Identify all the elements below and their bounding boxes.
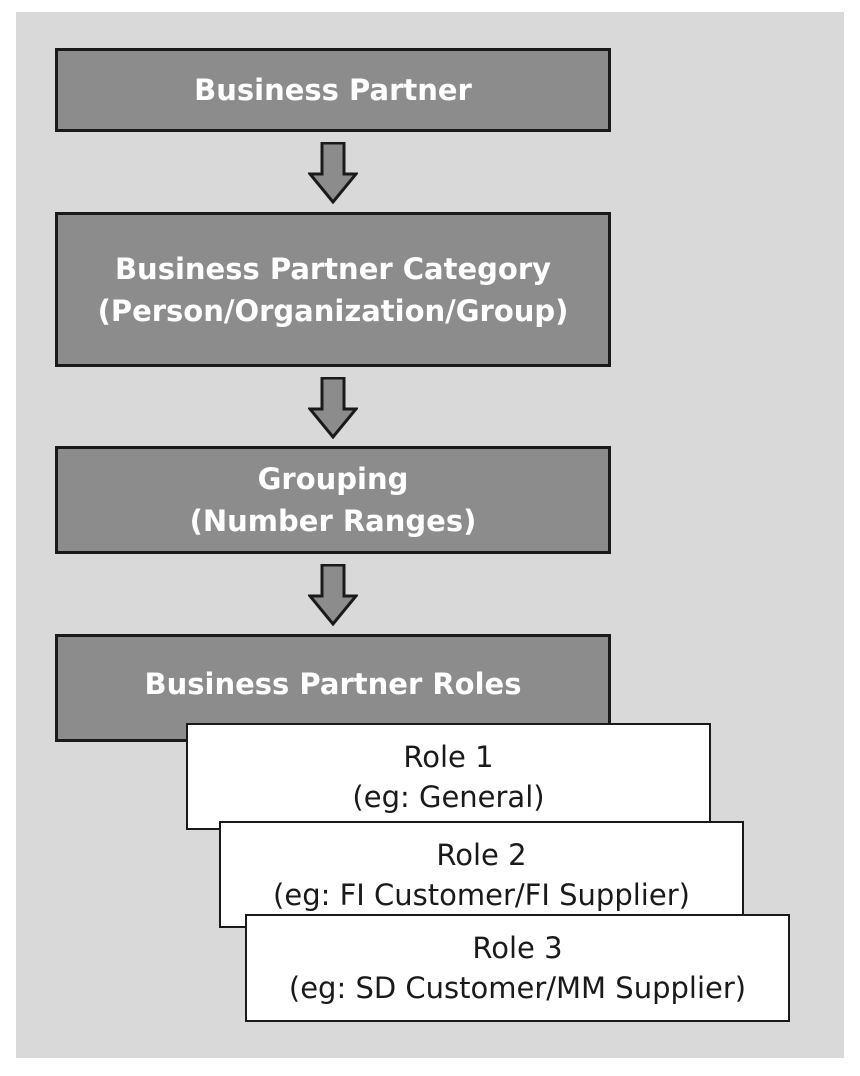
- role-3-box: Role 3 (eg: SD Customer/MM Supplier): [245, 914, 790, 1022]
- role-3-title: Role 3: [472, 931, 563, 965]
- grouping-box: Grouping (Number Ranges): [55, 446, 611, 554]
- down-arrow-icon: [308, 142, 358, 204]
- role-1-box: Role 1 (eg: General): [186, 723, 711, 830]
- role-2-box: Role 2 (eg: FI Customer/FI Supplier): [219, 821, 744, 928]
- role-1-example: (eg: General): [352, 779, 545, 814]
- role-2-example: (eg: FI Customer/FI Supplier): [273, 877, 690, 912]
- business-partner-box: Business Partner: [55, 48, 611, 132]
- business-partner-category-label: Business Partner Category: [114, 251, 552, 286]
- down-arrow-icon: [308, 377, 358, 439]
- business-partner-roles-label: Business Partner Roles: [144, 667, 522, 701]
- down-arrow-icon: [308, 564, 358, 626]
- business-partner-category-sublabel: (Person/Organization/Group): [97, 293, 569, 328]
- role-3-example: (eg: SD Customer/MM Supplier): [288, 971, 747, 1005]
- role-2-title: Role 2: [436, 837, 527, 872]
- grouping-label: Grouping: [257, 462, 409, 496]
- role-1-title: Role 1: [403, 739, 494, 774]
- business-partner-category-box: Business Partner Category (Person/Organi…: [55, 212, 611, 367]
- business-partner-label: Business Partner: [194, 73, 472, 107]
- grouping-sublabel: (Number Ranges): [189, 504, 477, 538]
